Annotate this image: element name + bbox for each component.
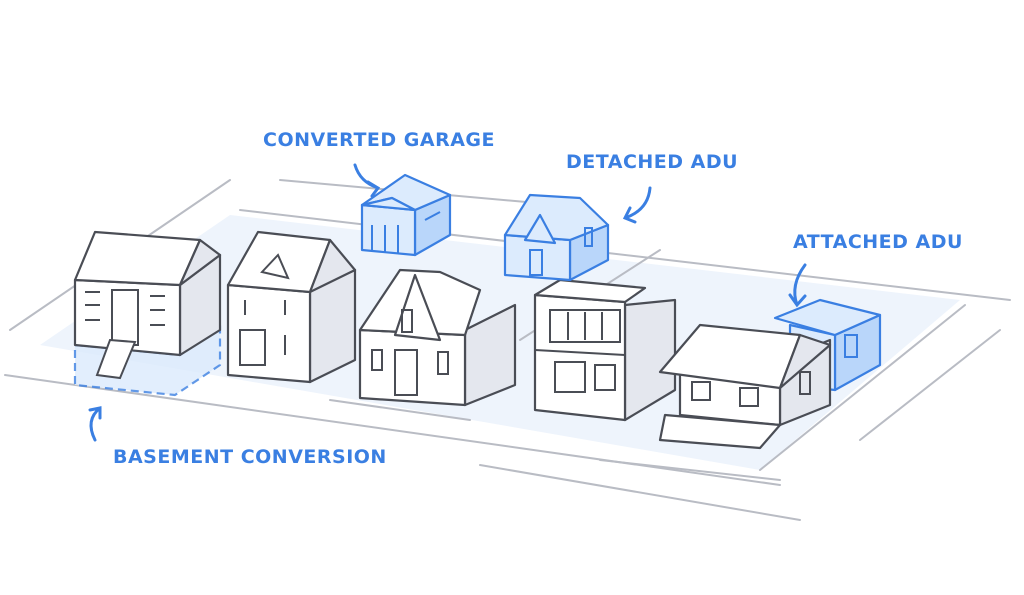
label-basement-conversion: BASEMENT CONVERSION bbox=[113, 446, 387, 468]
house-5 bbox=[658, 323, 832, 450]
house-4 bbox=[533, 278, 677, 422]
house-2 bbox=[226, 230, 357, 384]
label-attached-adu: ATTACHED ADU bbox=[793, 231, 963, 253]
basement-arrow bbox=[88, 406, 102, 442]
detached-adu-arrow bbox=[622, 186, 652, 224]
detached-adu-building bbox=[503, 193, 610, 282]
attached-adu-arrow bbox=[788, 263, 807, 308]
basement-stairs bbox=[95, 338, 137, 380]
converted-garage-arrow bbox=[353, 163, 381, 198]
house-basement bbox=[73, 230, 222, 397]
house-3 bbox=[358, 268, 517, 407]
converted-garage-building bbox=[360, 173, 452, 257]
label-converted-garage: CONVERTED GARAGE bbox=[263, 129, 495, 151]
label-detached-adu: DETACHED ADU bbox=[566, 151, 738, 173]
